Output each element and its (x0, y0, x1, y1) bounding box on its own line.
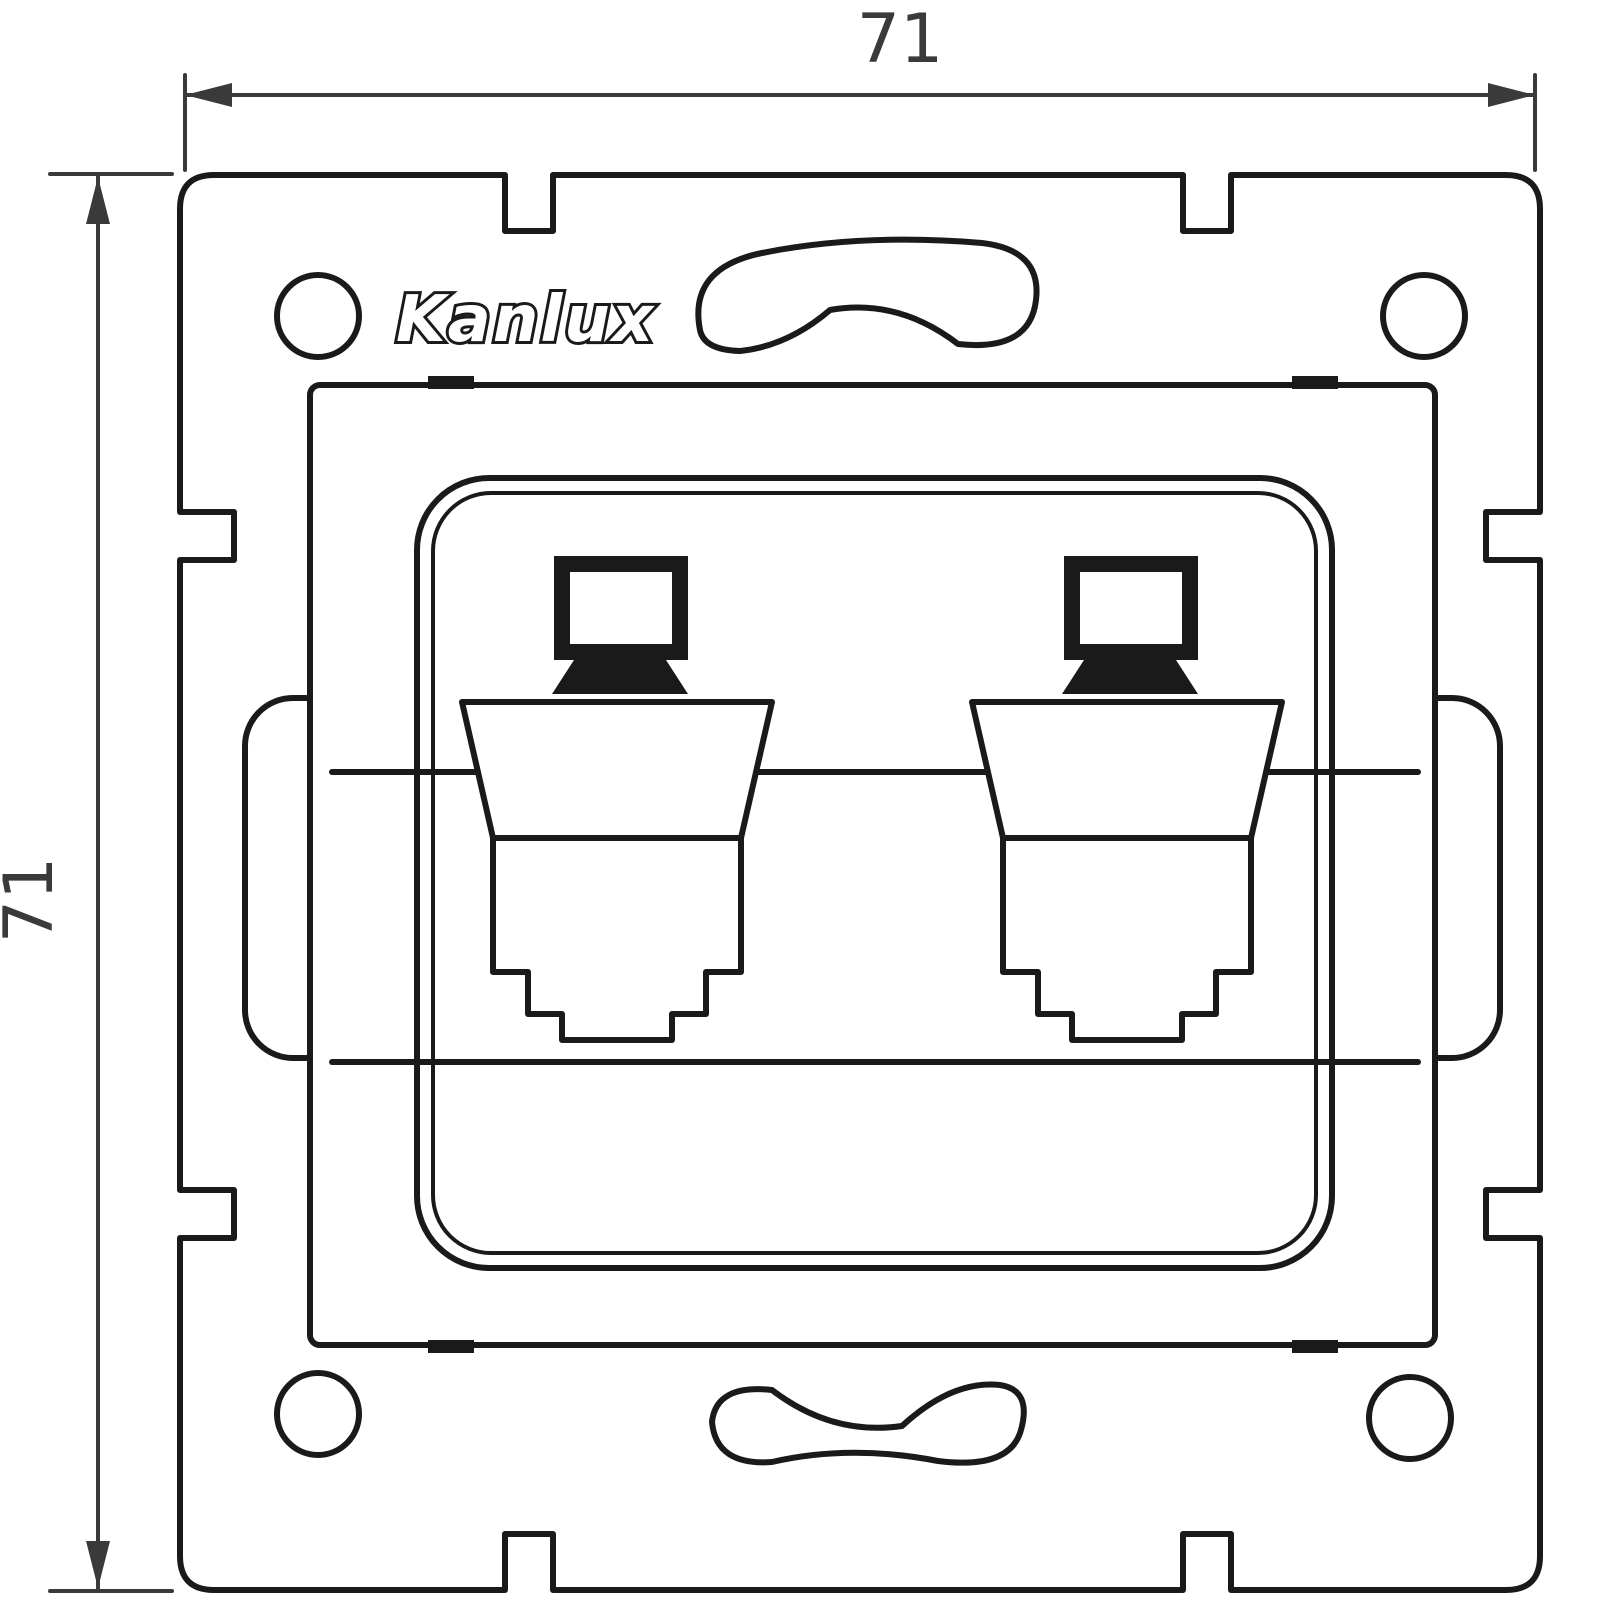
arrowhead-right (1488, 83, 1535, 107)
bottom-mounting-slot (709, 1381, 1027, 1466)
monitor-screen (554, 556, 688, 660)
keyboard (1062, 660, 1198, 694)
face-inner-border (431, 491, 1318, 1255)
frame-tab-top-right (1292, 376, 1338, 389)
computer-icon (552, 556, 688, 694)
frame-tab-bottom-right (1292, 1340, 1338, 1353)
arrowhead-bottom (86, 1541, 110, 1588)
keyboard (552, 660, 688, 694)
top-dimension: 71 (183, 0, 1537, 172)
jack-shroud (459, 699, 775, 841)
arrowhead-left (185, 83, 232, 107)
arrowhead-top (86, 177, 110, 224)
screw-hole-bottom-right (1366, 1374, 1454, 1462)
frame-tab-top-left (428, 376, 474, 389)
rj45-module-right (969, 556, 1285, 1043)
rj45-jack-outline (490, 835, 744, 1043)
brand-logo: Kanlux (396, 283, 655, 357)
monitor-screen (1064, 556, 1198, 660)
screw-hole-bottom-left (274, 1370, 362, 1458)
jack-shroud (969, 699, 1285, 841)
height-dimension-label: 71 (0, 857, 69, 944)
screw-hole-top-left (274, 272, 362, 360)
screw-hole-top-right (1380, 272, 1468, 360)
top-mounting-slot (695, 236, 1040, 354)
rj45-module-left (459, 556, 775, 1043)
left-dimension: 71 (0, 172, 174, 1593)
frame-tab-bottom-left (428, 1340, 474, 1353)
rj45-jack-outline (1000, 835, 1254, 1043)
computer-icon (1062, 556, 1198, 694)
width-dimension-label: 71 (857, 0, 944, 79)
